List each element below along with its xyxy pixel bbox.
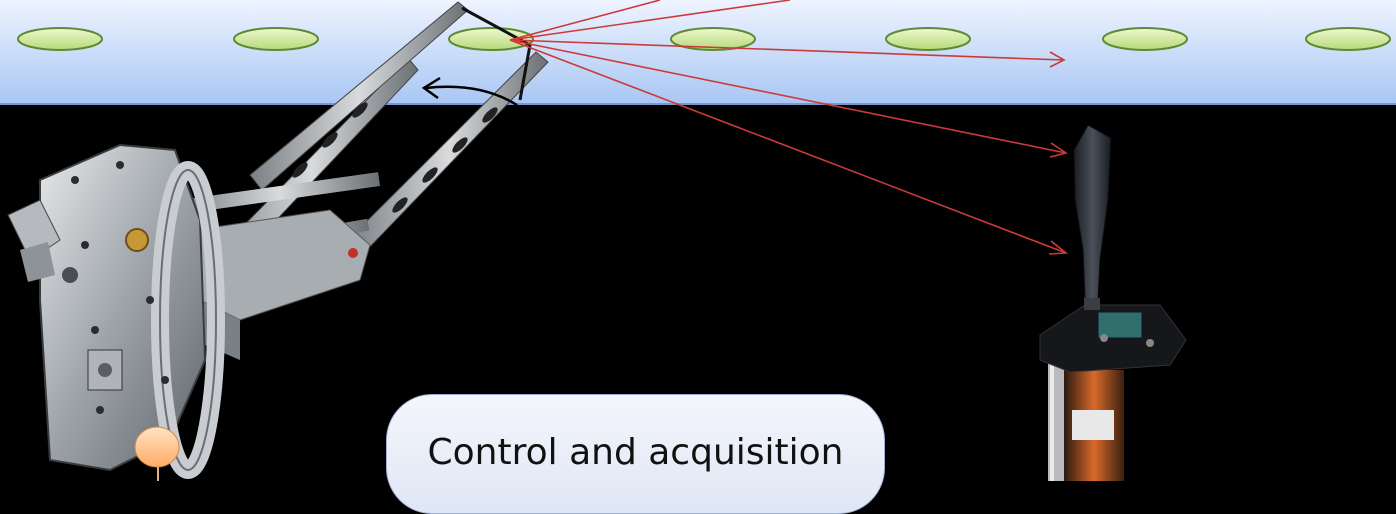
sample-surface: [0, 0, 1396, 105]
beam-arrowhead: [1048, 240, 1069, 255]
detector-icon: [1039, 124, 1187, 481]
surface-marker: [670, 27, 756, 51]
surface-marker: [1102, 27, 1188, 51]
beam-arrowhead: [1049, 51, 1066, 68]
diagram-canvas: [0, 0, 1396, 481]
scattered-beams: [509, 0, 1069, 255]
beam-arrowhead: [1049, 142, 1068, 158]
beam: [509, 0, 661, 41]
beam: [509, 39, 1065, 61]
surface-marker: [1305, 27, 1391, 51]
control-acquisition-label: Control and acquisition: [427, 432, 844, 473]
surface-marker: [233, 27, 319, 51]
led-indicator: [134, 426, 180, 468]
surface-marker: [885, 27, 971, 51]
surface-markers: [17, 27, 1391, 51]
beam: [509, 39, 1067, 154]
goniometer-icon: [7, 1, 549, 479]
beam: [509, 39, 1067, 254]
control-acquisition-box: Control and acquisition: [386, 394, 885, 514]
surface-marker: [17, 27, 103, 51]
beam: [509, 0, 791, 41]
rotation-arrow-icon: [421, 76, 518, 107]
